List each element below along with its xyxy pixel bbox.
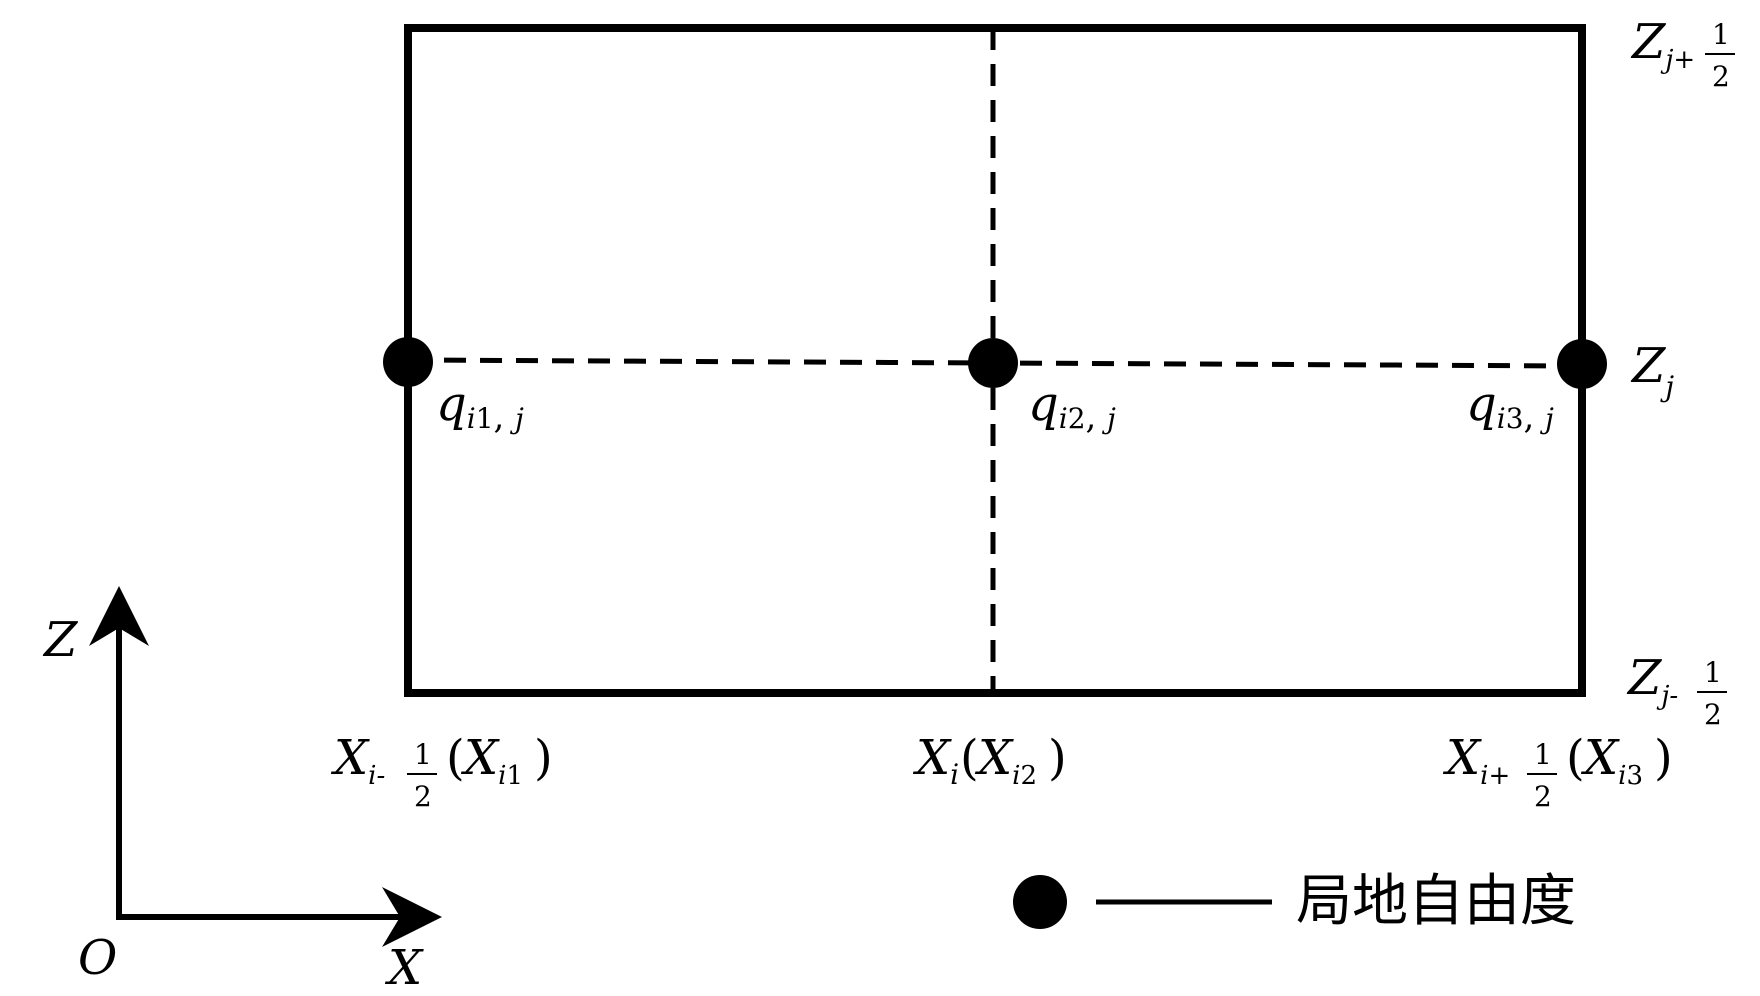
x-left-label: Xi- 1 2 ( Xi1 ) [330, 730, 553, 813]
svg-text:Zj: Zj [1630, 338, 1674, 403]
origin-label: O [78, 930, 117, 986]
x-axis-label: X [384, 940, 424, 996]
svg-text:Xi+: Xi+ [1442, 730, 1510, 791]
z-bottom-label: Zj- 1 2 [1626, 650, 1727, 731]
legend-label: 局地自由度 [1296, 869, 1576, 934]
z-top-label: Zj+ 1 2 [1630, 14, 1735, 93]
node-label-q-i2-j: qi2, j [1028, 376, 1116, 437]
node-dot-left [383, 337, 433, 387]
svg-text:2: 2 [1712, 60, 1730, 93]
svg-text:): ) [1048, 730, 1067, 786]
svg-text:1: 1 [414, 738, 432, 771]
z-axis-label: Z [42, 612, 79, 668]
svg-text:2: 2 [414, 780, 432, 813]
node-dot-center [968, 338, 1018, 388]
svg-text:): ) [1654, 730, 1673, 786]
svg-text:(: ( [960, 730, 979, 786]
x-mid-label: Xi ( Xi2 ) [912, 730, 1067, 791]
svg-text:1: 1 [1534, 738, 1552, 771]
node-label-q-i1-j: qi1, j [436, 376, 524, 437]
svg-text:1: 1 [1704, 656, 1722, 689]
svg-text:Xi2: Xi2 [974, 730, 1037, 791]
svg-text:Xi1: Xi1 [460, 730, 523, 791]
svg-text:Xi-: Xi- [330, 730, 385, 791]
svg-text:Xi3: Xi3 [1580, 730, 1643, 791]
svg-text:2: 2 [1704, 698, 1722, 731]
svg-text:1: 1 [1712, 18, 1730, 51]
node-dot-right [1557, 339, 1607, 389]
svg-text:): ) [534, 730, 553, 786]
svg-text:(: ( [446, 730, 465, 786]
svg-text:Xi: Xi [912, 730, 959, 791]
svg-text:(: ( [1566, 730, 1585, 786]
node-label-q-i3-j: qi3, j [1466, 376, 1554, 437]
svg-text:2: 2 [1534, 780, 1552, 813]
svg-text:Zj+: Zj+ [1630, 14, 1695, 75]
x-right-label: Xi+ 1 2 ( Xi3 ) [1442, 730, 1673, 813]
svg-text:Zj-: Zj- [1626, 650, 1678, 711]
z-mid-label: Zj [1630, 338, 1674, 403]
legend-dot-icon [1013, 875, 1067, 929]
